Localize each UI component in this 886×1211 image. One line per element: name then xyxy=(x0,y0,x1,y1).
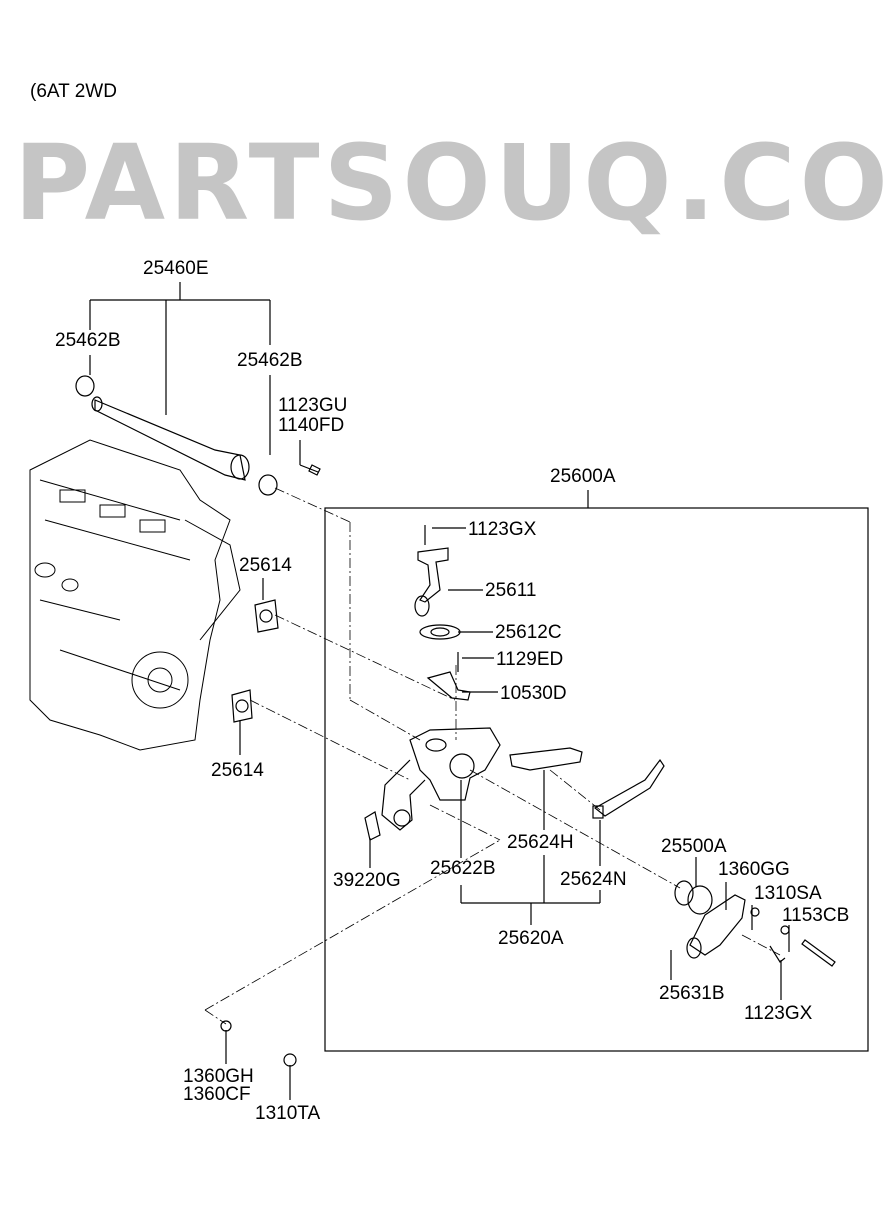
part-label-1310SA[interactable]: 1310SA xyxy=(754,883,822,904)
part-label-1360GG[interactable]: 1360GG xyxy=(718,859,790,880)
part-label-1310TA[interactable]: 1310TA xyxy=(255,1103,321,1124)
assembly-box-25600A xyxy=(324,507,869,1052)
part-label-25611[interactable]: 25611 xyxy=(485,580,537,601)
part-label-1129ED[interactable]: 1129ED xyxy=(496,649,564,670)
part-label-25460E[interactable]: 25460E xyxy=(143,258,209,279)
part-label-25624H[interactable]: 25624H xyxy=(507,832,574,853)
leader-25460E xyxy=(89,282,271,455)
part-label-10530D[interactable]: 10530D xyxy=(500,683,567,704)
gaskets-25614 xyxy=(231,599,279,723)
part-label-25622B[interactable]: 25622B xyxy=(430,858,496,879)
part-label-1123GU[interactable]: 1123GU xyxy=(278,395,348,416)
thermostat-parts xyxy=(220,880,836,1067)
part-label-39220G[interactable]: 39220G xyxy=(333,870,401,891)
part-label-1360GH[interactable]: 1360GH xyxy=(183,1066,254,1087)
part-label-25631B[interactable]: 25631B xyxy=(659,983,725,1004)
part-label-25614[interactable]: 25614 xyxy=(239,555,292,576)
part-label-1360CF[interactable]: 1360CF xyxy=(183,1084,251,1105)
variant-note: (6AT 2WD xyxy=(30,81,117,102)
part-label-25600A[interactable]: 25600A xyxy=(550,466,616,487)
pipe-25611 xyxy=(414,525,471,701)
part-label-1123GX[interactable]: 1123GX xyxy=(468,519,537,540)
dashed-alignment-lines xyxy=(204,487,781,1025)
housing-25620A xyxy=(364,727,665,841)
part-label-25462B[interactable]: 25462B xyxy=(55,330,121,351)
part-label-25500A[interactable]: 25500A xyxy=(661,836,727,857)
part-label-25624N[interactable]: 25624N xyxy=(560,869,627,890)
engine-block-drawing xyxy=(29,439,241,751)
water-pipe-25460E xyxy=(75,375,321,496)
part-label-1140FD[interactable]: 1140FD xyxy=(278,415,345,436)
watermark: PARTSOUQ.COM xyxy=(14,122,886,244)
part-label-25620A[interactable]: 25620A xyxy=(498,928,564,949)
part-label-1123GX[interactable]: 1123GX xyxy=(744,1003,813,1024)
leader-lines xyxy=(225,440,790,1100)
part-label-25462B[interactable]: 25462B xyxy=(237,350,303,371)
part-label-25614[interactable]: 25614 xyxy=(211,760,264,781)
part-label-25612C[interactable]: 25612C xyxy=(495,622,562,643)
part-label-1153CB[interactable]: 1153CB xyxy=(782,905,850,926)
